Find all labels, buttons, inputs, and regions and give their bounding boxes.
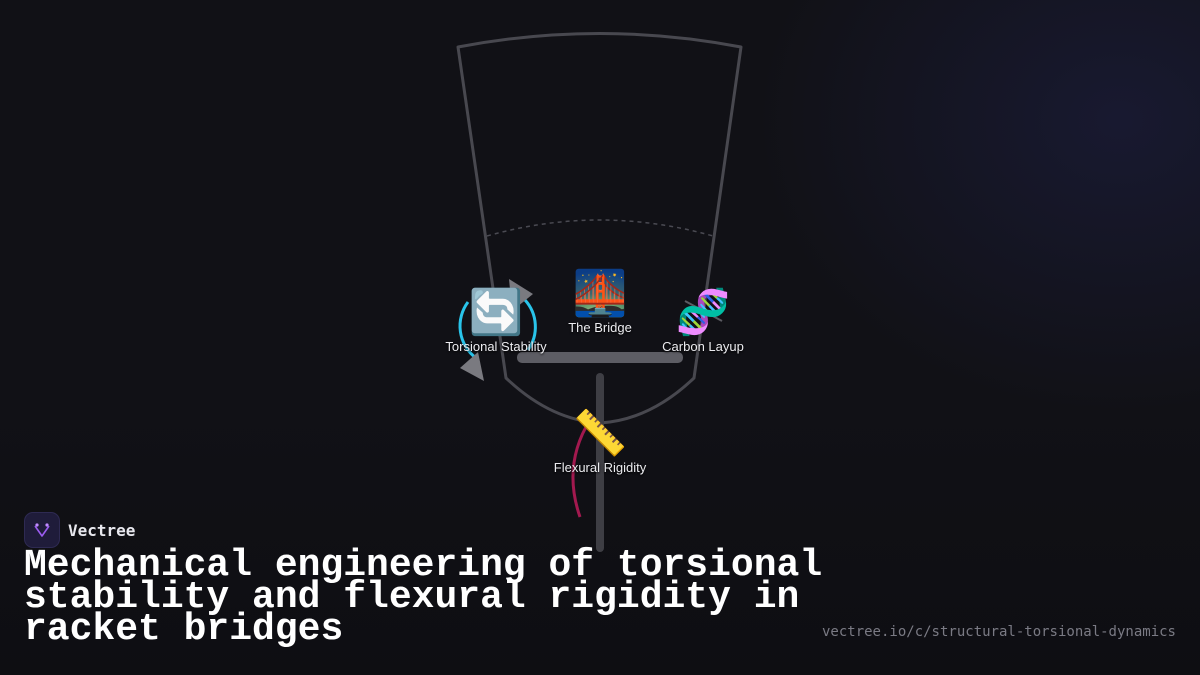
node-torsional-stability: 🔄 Torsional Stability — [445, 288, 547, 355]
node-label-flexural-rigidity: Flexural Rigidity — [553, 460, 647, 475]
bridge-bar — [517, 352, 683, 363]
racket-frame — [456, 32, 743, 425]
torsion-arrowhead-top — [509, 279, 533, 311]
brand[interactable]: Vectree — [24, 512, 135, 548]
node-bridge: 🌉 The Bridge — [568, 269, 632, 336]
bridge-icon: 🌉 — [572, 269, 628, 318]
rotation-arrows-icon: 🔄 — [468, 288, 524, 337]
node-label-carbon-layup: Carbon Layup — [662, 339, 744, 354]
brand-name: Vectree — [68, 520, 136, 540]
page-url[interactable]: vectree.io/c/structural-torsional-dynami… — [821, 624, 1176, 640]
node-flexural-rigidity: 📏 Flexural Rigidity — [553, 409, 647, 476]
flex-curve — [571, 419, 592, 518]
node-label-bridge: The Bridge — [568, 320, 632, 335]
carbon-fiber-line — [684, 300, 723, 322]
torsion-arrowhead-bottom — [460, 352, 484, 381]
torsion-arc-left — [458, 301, 477, 360]
vectree-logo-icon — [24, 512, 60, 548]
node-carbon-layup: 🧬 Carbon Layup — [662, 288, 744, 355]
torsion-arc-right — [523, 298, 537, 351]
ruler-icon: 📏 — [572, 409, 628, 458]
page-title: Mechanical engineering of torsional stab… — [24, 544, 823, 651]
string-bed-curve — [486, 219, 714, 237]
node-label-torsional-stability: Torsional Stability — [445, 339, 547, 354]
dna-icon: 🧬 — [675, 288, 731, 337]
